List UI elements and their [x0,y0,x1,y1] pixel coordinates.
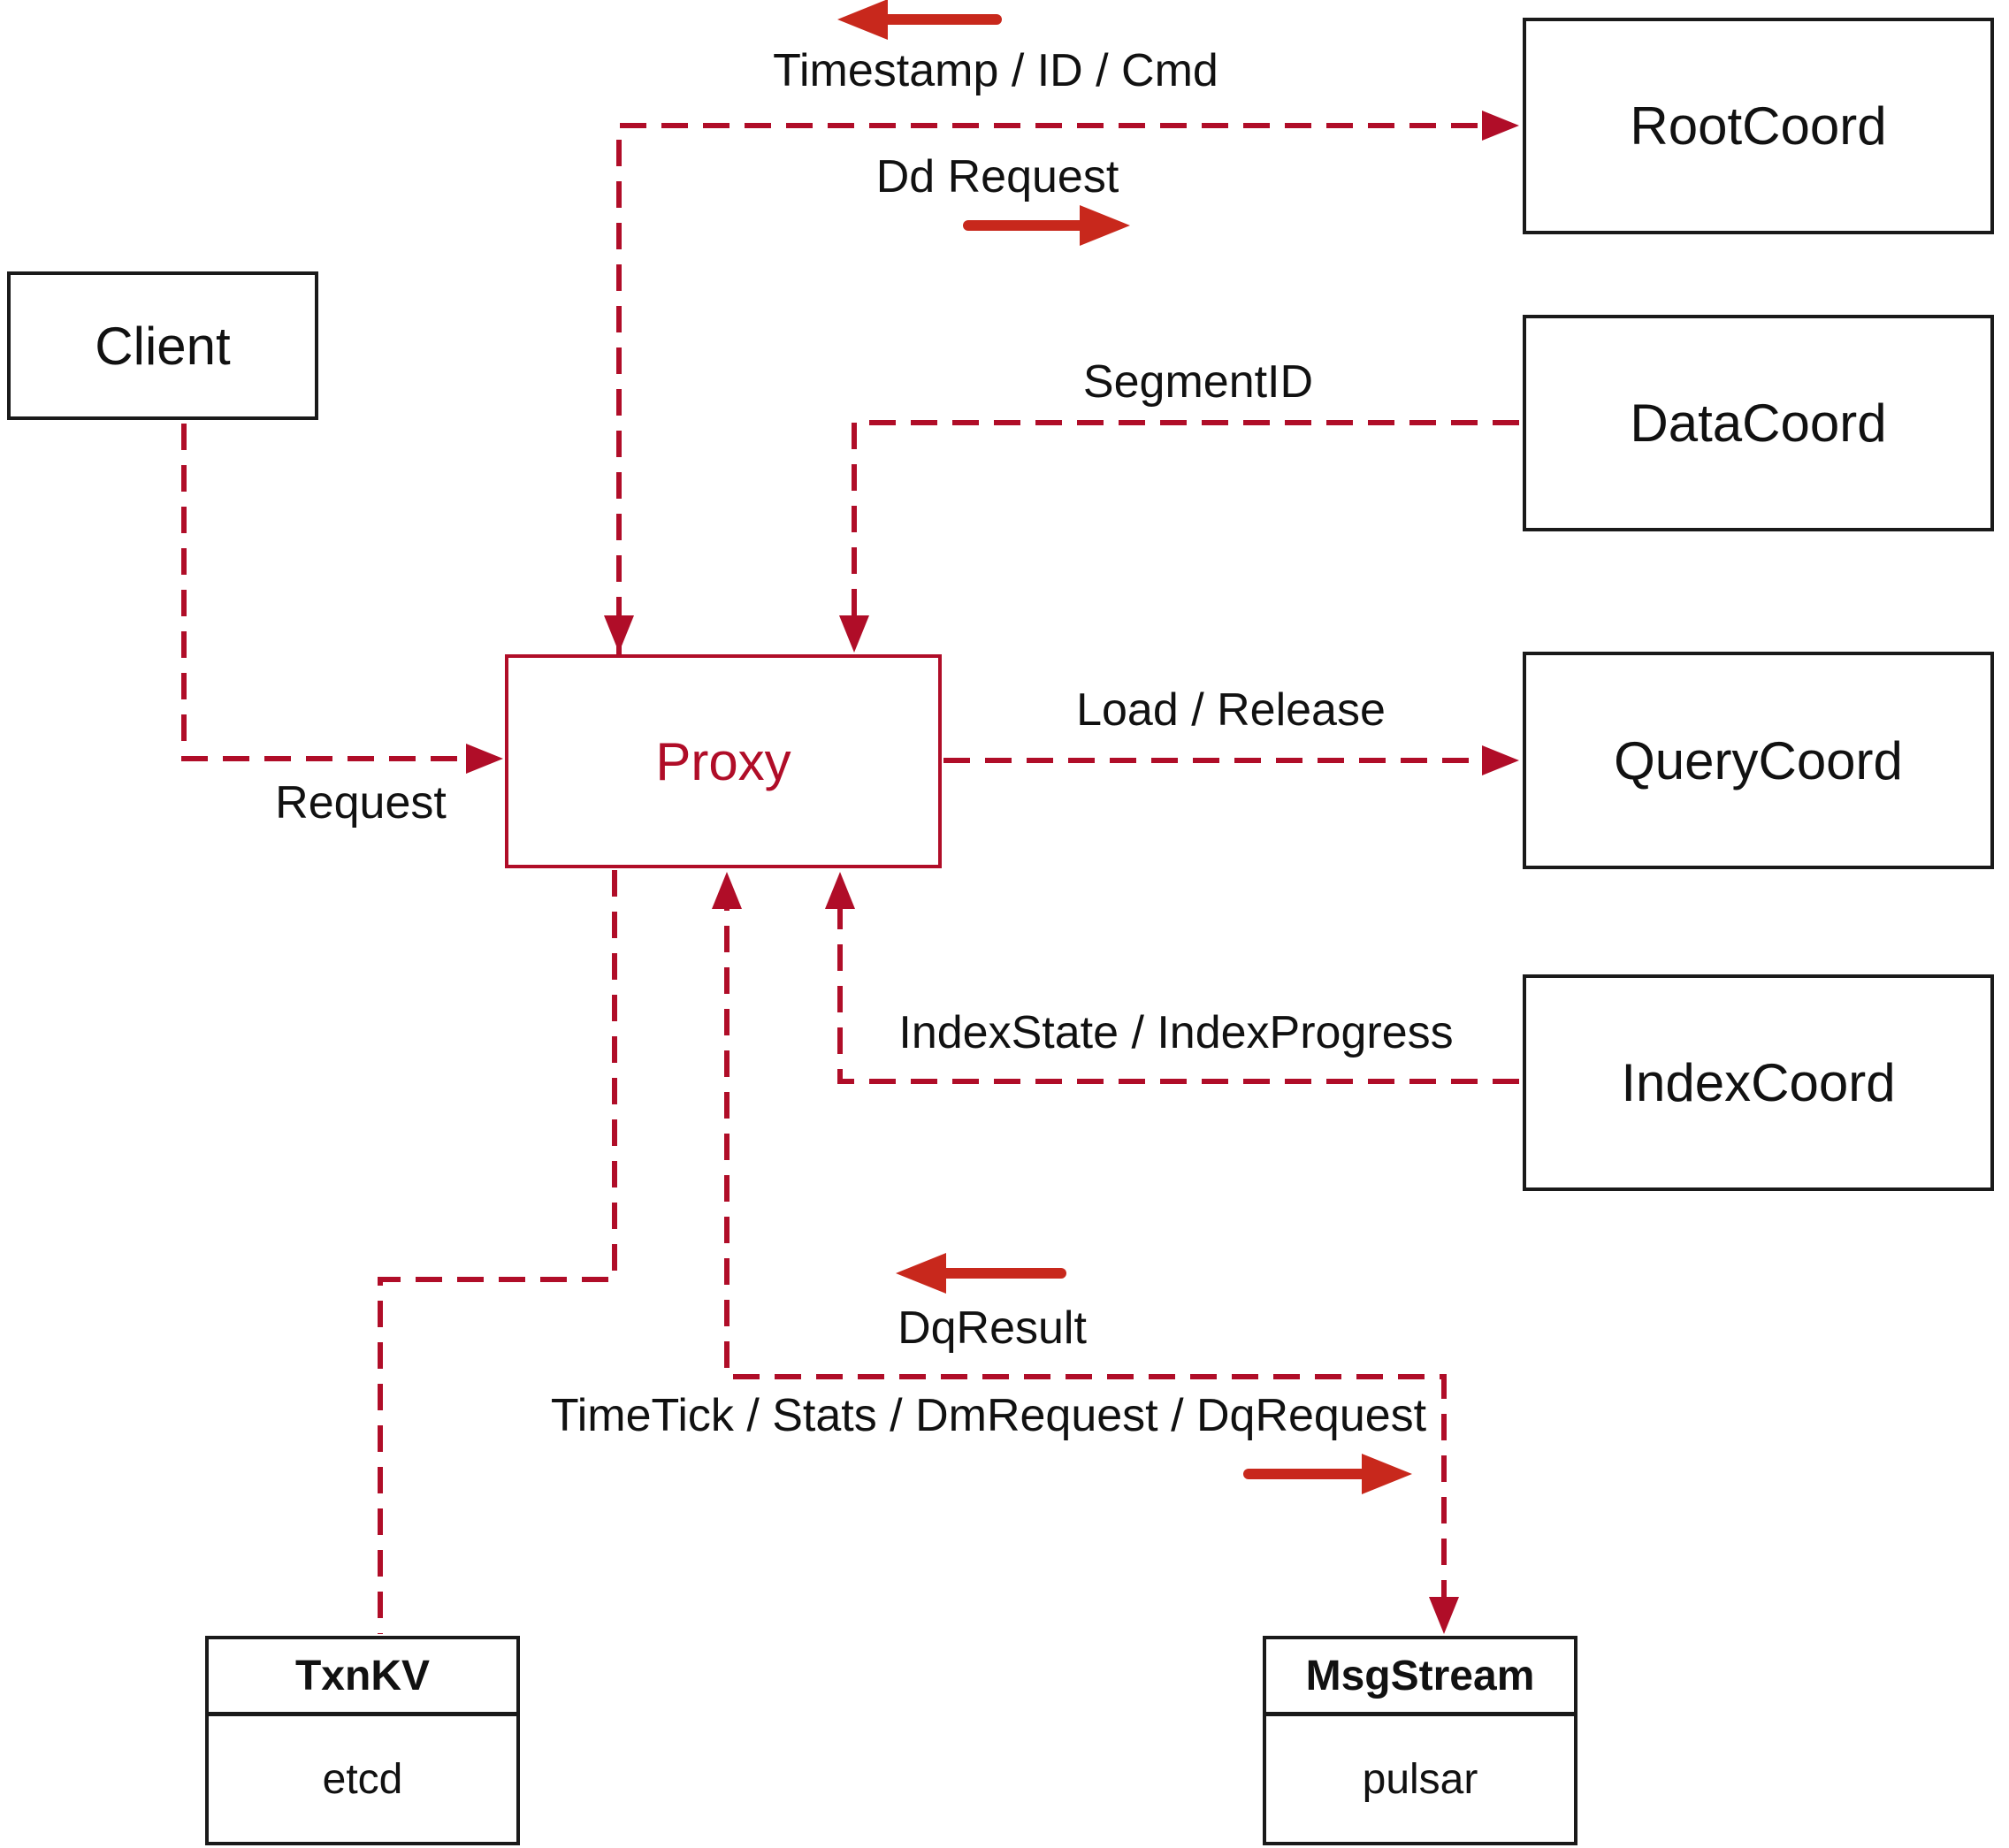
arrowhead-into-proxy-left [466,744,503,774]
edge-client-proxy [181,424,495,761]
arrowhead-into-proxy-top-right [839,615,869,653]
node-datacoord: DataCoord [1523,315,1994,531]
node-indexcoord-label: IndexCoord [1621,1053,1896,1112]
arrowhead-into-proxy-bottom-right [825,872,855,909]
edge-label-index-state: IndexState / IndexProgress [898,1007,1454,1058]
node-client: Client [7,271,318,420]
node-querycoord: QueryCoord [1523,652,1994,869]
edge-proxy-rootcoord [616,123,1510,665]
edge-label-dd-request: Dd Request [875,151,1119,202]
edge-label-time-tick: TimeTick / Stats / DmRequest / DqRequest [550,1390,1427,1441]
node-msgstream-subtitle: pulsar [1362,1755,1478,1803]
dd-request-flow-arrowhead [1080,205,1130,246]
edge-indexcoord-proxy [837,884,1519,1084]
time-tick-flow-arrowhead [1362,1454,1412,1494]
dq-result-flow-arrowhead [896,1253,946,1294]
node-txnkv-title: TxnKV [209,1639,516,1716]
solid-flow-arrowheads [837,0,1412,1494]
node-msgstream-title: MsgStream [1266,1639,1574,1716]
arrowhead-into-proxy-bottom-left [712,872,742,909]
edge-label-load-release: Load / Release [1076,684,1386,736]
edge-label-segment-id: SegmentID [1082,356,1314,408]
node-rootcoord-label: RootCoord [1630,96,1887,156]
node-rootcoord: RootCoord [1523,18,1994,234]
edge-label-timestamp: Timestamp / ID / Cmd [773,45,1218,96]
timestamp-flow-arrowhead [837,0,888,40]
edge-label-request: Request [275,777,447,829]
node-txnkv: TxnKV etcd [205,1636,520,1845]
arrowhead-into-rootcoord [1482,111,1519,141]
arrowhead-into-querycoord [1482,745,1519,775]
arrowhead-into-proxy-top-left [604,615,634,653]
edge-label-dq-result: DqResult [898,1302,1087,1354]
arrowhead-into-msgstream [1429,1597,1459,1634]
edge-proxy-msgstream [724,884,1447,1623]
node-proxy: Proxy [505,654,942,868]
node-datacoord-label: DataCoord [1630,393,1887,453]
node-indexcoord: IndexCoord [1523,974,1994,1191]
edge-datacoord-proxy [852,420,1519,640]
solid-flow-arrows [877,14,1374,1479]
node-client-label: Client [95,316,231,376]
edge-proxy-txnkv [378,870,617,1634]
node-proxy-label: Proxy [655,731,791,791]
dashed-arrowheads [466,111,1519,1634]
node-querycoord-label: QueryCoord [1614,730,1903,790]
node-msgstream: MsgStream pulsar [1263,1636,1577,1845]
node-txnkv-subtitle: etcd [322,1755,403,1803]
